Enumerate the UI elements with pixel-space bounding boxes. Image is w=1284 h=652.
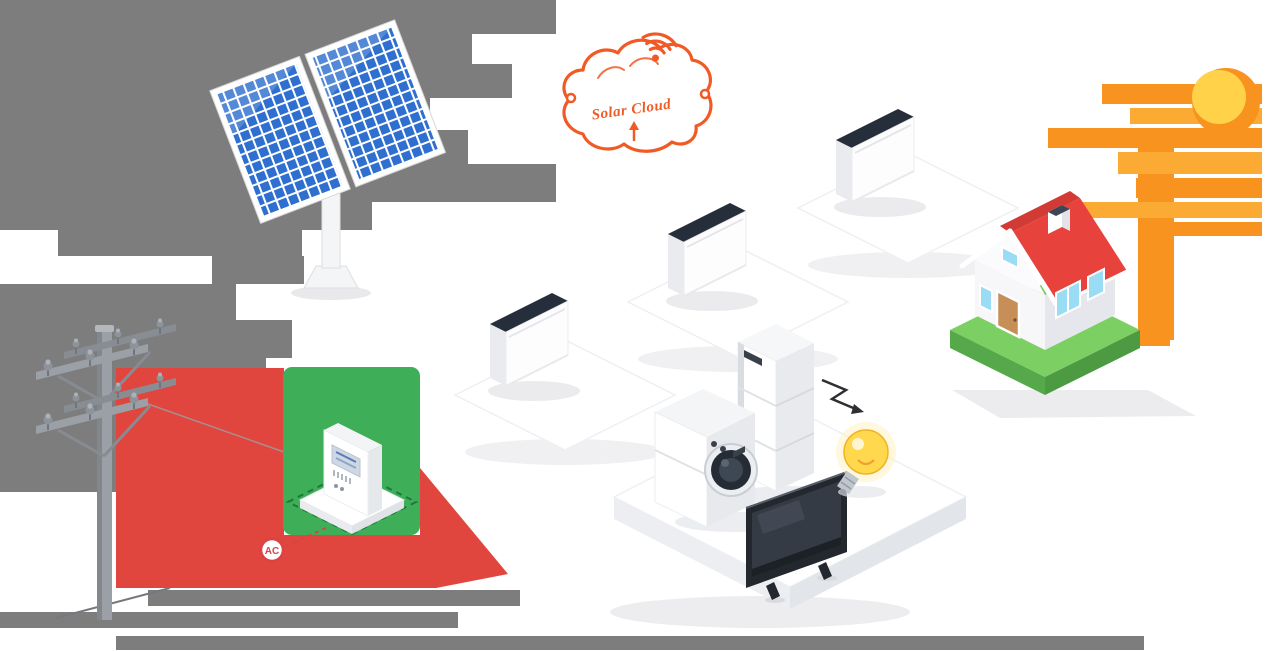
door (995, 288, 1021, 340)
inverter-middle (665, 202, 759, 312)
light-bulb-icon (836, 422, 896, 498)
washer-knob (720, 446, 726, 452)
insulator (156, 372, 164, 388)
washing-machine (654, 389, 795, 532)
up-arrow-icon (629, 121, 639, 142)
orange-stripes-light (1060, 108, 1262, 218)
smart-meter-panel: AC (259, 367, 420, 563)
inverter-upper (833, 108, 927, 218)
window-left (979, 283, 993, 314)
panel-base (303, 265, 359, 289)
washer-knob (711, 441, 717, 447)
roof-back-slope (1000, 191, 1080, 233)
service-wire (147, 403, 285, 453)
tv-leg (766, 582, 780, 600)
cloud-bolt (699, 88, 711, 100)
insulator (43, 413, 53, 430)
battery-vent (744, 350, 762, 366)
smart-meter (323, 423, 382, 517)
insulator (129, 392, 139, 409)
insulator (72, 338, 80, 354)
cloud-bolt (565, 92, 577, 104)
crossarm-lower (36, 372, 176, 458)
meter-button (334, 484, 338, 488)
bulb-base (837, 471, 859, 494)
washer-display (733, 446, 745, 458)
ac-label: AC (265, 546, 279, 557)
solar-cloud-label: Solar Cloud (591, 97, 673, 124)
tv-leg (818, 562, 832, 580)
inverter-lower (487, 292, 581, 402)
solar-cloud: Solar Cloud (562, 32, 713, 153)
meter-barcode (333, 470, 351, 484)
sun-icon (1192, 68, 1260, 136)
insulator (43, 359, 53, 376)
door-knob (1013, 318, 1017, 322)
meter-button (340, 487, 344, 491)
ac-badge: AC (259, 537, 285, 563)
guy-wire (55, 587, 171, 619)
bulb-glass (843, 429, 889, 475)
solar-panel (209, 19, 447, 300)
window-right-2 (1087, 267, 1105, 302)
utility-pole (36, 318, 285, 620)
insulator (129, 338, 139, 355)
insulator (114, 382, 122, 398)
panel-cells-left (217, 64, 343, 216)
cloud-outline (562, 38, 713, 153)
panel-cells-right (312, 27, 438, 180)
gable-window (1001, 245, 1019, 270)
house (950, 191, 1196, 418)
insulator (114, 328, 122, 344)
insulator (85, 349, 95, 366)
house-shadow (952, 390, 1196, 418)
insulator (72, 392, 80, 408)
insulator (85, 403, 95, 420)
crossarm-upper (36, 318, 176, 404)
chimney (1048, 205, 1070, 234)
insulator (156, 318, 164, 334)
television (745, 471, 848, 603)
roof-trim-right (1007, 228, 1059, 307)
energy-flow-red (116, 368, 508, 588)
power-arrow-icon (821, 378, 864, 414)
roof-trim-left (959, 228, 1013, 269)
